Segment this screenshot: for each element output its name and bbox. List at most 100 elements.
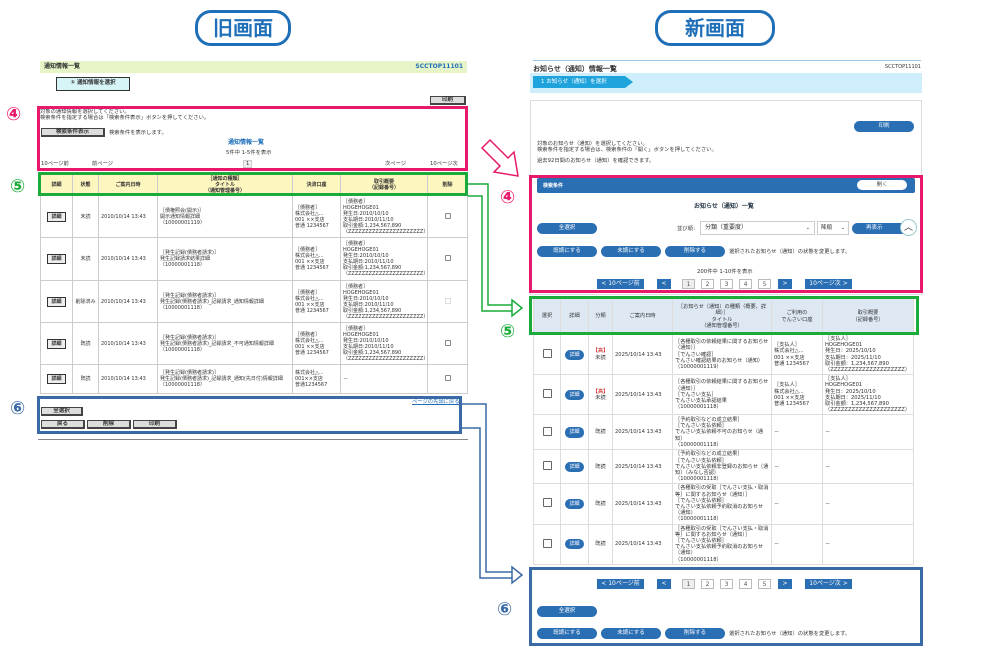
new-top-pager-next10[interactable]: 10ページ次 > <box>805 279 852 289</box>
new-cell-summary: － <box>822 449 914 485</box>
new-select-checkbox[interactable] <box>542 389 552 399</box>
new-bottom-pager-prev10[interactable]: < 10ページ前 <box>597 579 644 589</box>
new-cell-title: ［各種取引の受取［でんさい支払・取消等］に関するお知らせ（通知）］ ［でんさい支… <box>672 523 772 565</box>
new-order-select[interactable]: 降順⌄ <box>817 221 849 235</box>
new-cell-date: 2025/10/14 13:43 <box>612 483 673 525</box>
new-column-header: 選択 <box>533 298 561 335</box>
new-select-checkbox[interactable] <box>542 349 552 358</box>
new-bottom-pager-page-1[interactable]: 1 <box>682 579 695 589</box>
old-back-to-top-link[interactable]: ページの先頭に戻る <box>412 399 460 405</box>
old-detail-button[interactable]: 詳細 <box>47 374 66 384</box>
marker-6-old: ⑥ <box>10 398 26 419</box>
old-delete-checkbox[interactable] <box>444 212 451 219</box>
old-column-header: 取引概要 （記録番号） <box>340 173 428 196</box>
old-divider <box>38 439 468 440</box>
new-select-all-top-button[interactable]: 全選択 <box>537 223 597 234</box>
new-detail-button[interactable]: 詳細 <box>565 498 584 510</box>
new-cell-summary: ［支払人］ HOGEHOGE01 発生日：2025/10/10 支払期日：202… <box>822 374 914 416</box>
new-delete-button[interactable]: 削除する <box>665 246 725 257</box>
new-delete-bottom-button[interactable]: 削除する <box>665 628 725 639</box>
scroll-to-top-icon[interactable]: ︿ <box>900 219 917 236</box>
new-bottom-pager-next[interactable]: > <box>778 579 792 589</box>
old-detail-button[interactable]: 詳細 <box>47 338 66 349</box>
new-detail-button[interactable]: 詳細 <box>565 349 584 360</box>
old-column-header: ［通知の種類］ タイトル （通知管理番号） <box>157 173 293 196</box>
new-screen-id: SCCTOP11101 <box>884 64 921 70</box>
read-status: 既読 <box>595 500 606 507</box>
highlight-6-new <box>529 567 923 646</box>
new-mark-unread-bottom-button[interactable]: 未読にする <box>601 628 661 639</box>
new-select-checkbox[interactable] <box>542 426 552 436</box>
new-top-pager-page-3[interactable]: 3 <box>720 279 733 289</box>
old-pager-next10[interactable]: 10ページ次 <box>430 161 458 167</box>
new-redisplay-button[interactable]: 再表示 <box>852 223 914 234</box>
old-delete-checkbox[interactable] <box>444 255 451 261</box>
new-cell-summary: － <box>822 483 914 525</box>
new-instruction-2: 検索条件を指定する場合は、検索条件の「開く」ボタンを押してください。 <box>537 147 717 153</box>
new-bottom-pager-prev[interactable]: < <box>657 579 671 589</box>
new-detail-cell: 詳細 <box>560 414 589 451</box>
old-pager-next[interactable]: 次ページ <box>385 161 407 167</box>
new-cell-category: 既読 <box>588 449 613 485</box>
old-detail-button[interactable]: 詳細 <box>47 211 66 222</box>
new-bottom-pager-page-4[interactable]: 4 <box>739 579 752 589</box>
new-search-open-button[interactable]: 開く <box>857 180 907 190</box>
new-cell-account: － <box>771 414 823 451</box>
old-print-top-button[interactable]: 印刷 <box>430 96 466 105</box>
highlight-5-new <box>529 296 919 335</box>
new-sort-label: 並び順： <box>677 226 699 232</box>
old-cell-date: 2010/10/14 13:43 <box>98 364 158 394</box>
old-print-button[interactable]: 印刷 <box>133 420 177 429</box>
new-detail-button[interactable]: 詳細 <box>565 539 584 550</box>
new-bottom-pager-page-2[interactable]: 2 <box>701 579 714 589</box>
new-select-checkbox[interactable] <box>542 461 552 471</box>
old-back-button[interactable]: 戻る <box>41 420 85 429</box>
new-top-pager-page-4[interactable]: 4 <box>739 279 752 289</box>
old-detail-button[interactable]: 詳細 <box>47 296 66 307</box>
old-pager-prev[interactable]: 前ページ <box>92 161 114 167</box>
old-detail-cell: 詳細 <box>40 195 73 238</box>
old-select-all-button[interactable]: 全選択 <box>41 407 83 416</box>
new-sort-select[interactable]: 分類（重要度）⌄ <box>700 221 815 235</box>
old-detail-button[interactable]: 詳細 <box>47 254 66 264</box>
marker-6-new: ⑥ <box>497 599 513 620</box>
new-detail-button[interactable]: 詳細 <box>565 427 584 438</box>
new-print-button[interactable]: 印刷 <box>854 121 914 132</box>
old-pager-prev10[interactable]: 10ページ前 <box>41 161 69 167</box>
old-delete-cell <box>427 237 468 281</box>
new-search-header-label: 検索条件 <box>543 183 564 189</box>
old-delete-button[interactable]: 削除 <box>87 420 131 429</box>
marker-5-old: ⑤ <box>10 176 26 197</box>
new-bottom-pager-page-5[interactable]: 5 <box>758 579 771 589</box>
new-top-pager-page-1[interactable]: 1 <box>682 279 695 289</box>
new-top-pager-next[interactable]: > <box>778 279 792 289</box>
old-pager-page[interactable]: 1 <box>243 160 253 168</box>
new-detail-button[interactable]: 詳細 <box>565 389 584 400</box>
new-select-all-bottom-button[interactable]: 全選択 <box>537 606 597 617</box>
old-delete-checkbox[interactable] <box>444 339 451 346</box>
new-bottom-pager-next10[interactable]: 10ページ次 > <box>805 579 852 589</box>
new-mark-read-bottom-button[interactable]: 既読にする <box>537 628 597 639</box>
new-select-checkbox[interactable] <box>542 498 552 508</box>
new-top-pager-prev[interactable]: < <box>657 279 671 289</box>
new-select-checkbox[interactable] <box>542 538 552 548</box>
new-bottom-pager-page-3[interactable]: 3 <box>720 579 733 589</box>
new-detail-button[interactable]: 詳細 <box>565 461 584 473</box>
old-column-header: 削除 <box>427 173 468 196</box>
old-page-title: 通知情報一覧 <box>44 63 81 70</box>
old-delete-checkbox[interactable] <box>444 375 451 381</box>
new-top-pager-page-5[interactable]: 5 <box>758 279 771 289</box>
new-top-pager-page-2[interactable]: 2 <box>701 279 714 289</box>
old-count: 5件中 1-5件を表示 <box>226 150 272 156</box>
new-top-pager-prev10[interactable]: < 10ページ前 <box>597 279 644 289</box>
new-mark-read-button[interactable]: 既読にする <box>537 246 597 257</box>
new-search-header[interactable]: 検索条件 開く <box>537 178 915 193</box>
new-column-header: 詳細 <box>560 298 589 335</box>
new-cell-account: － <box>771 449 823 485</box>
old-detail-cell: 詳細 <box>40 280 73 323</box>
read-status: 未読 <box>595 354 606 361</box>
old-search-toggle-button[interactable]: 検索条件表示 <box>41 128 105 137</box>
new-mark-unread-button[interactable]: 未読にする <box>601 246 661 257</box>
